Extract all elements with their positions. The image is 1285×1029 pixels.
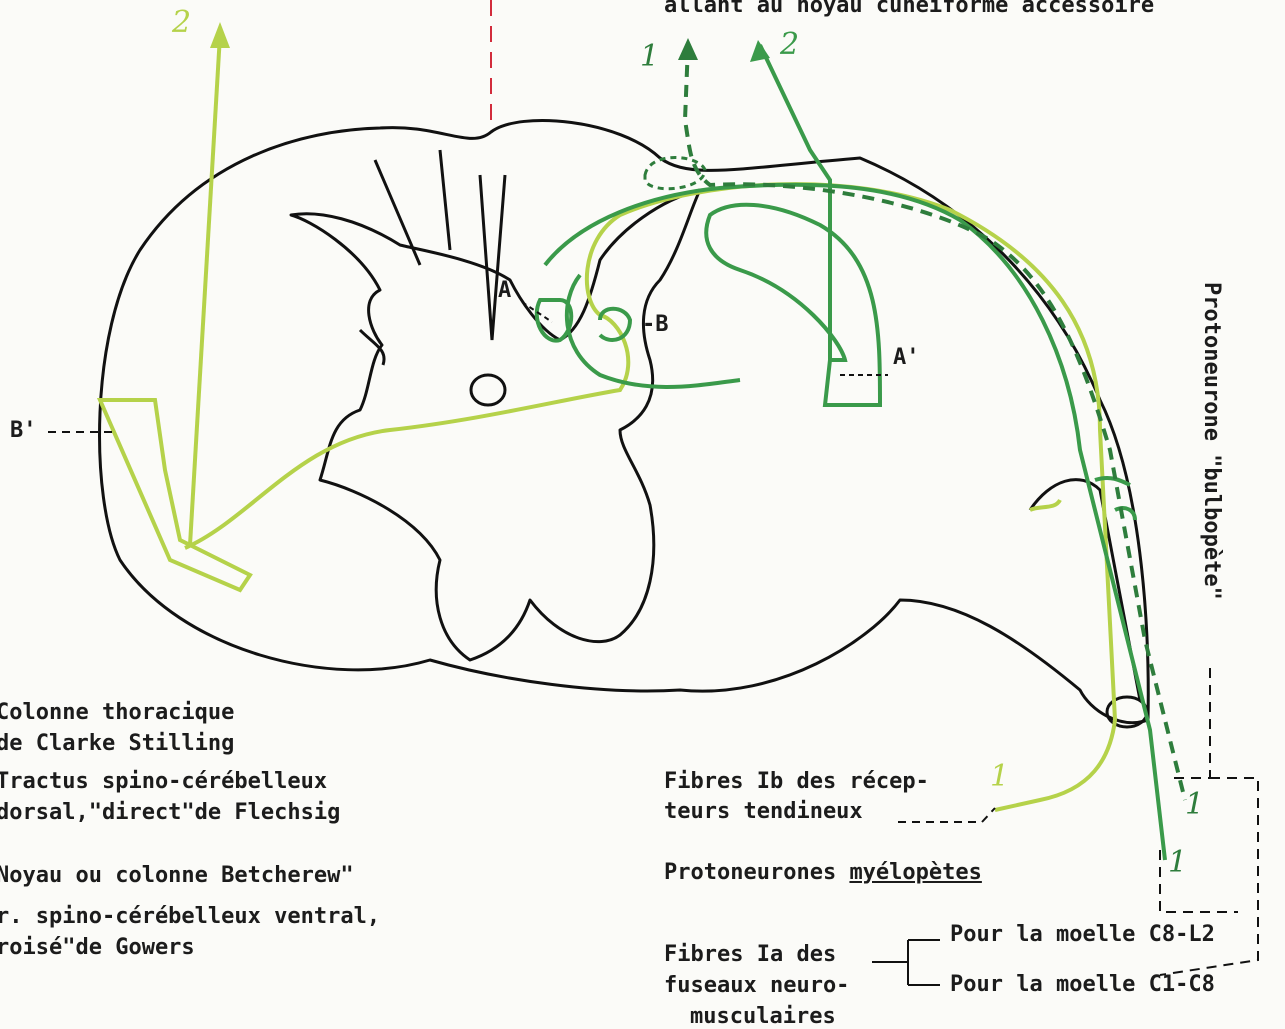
legend-left-line2: de Clarke Stilling xyxy=(0,733,234,755)
bracket-ib xyxy=(898,808,995,822)
legend-moelle-c1-c8: Pour la moelle C1-C8 xyxy=(950,974,1215,996)
number-2-top: 2 xyxy=(780,30,799,60)
number-1-dashed: 1 xyxy=(1185,790,1204,820)
legend-left-line5: Noyau ou colonne Betcherew" xyxy=(0,865,354,887)
number-1-top: 1 xyxy=(640,42,659,72)
legend-ia-line3: musculaires xyxy=(690,1006,836,1028)
bracket-ia xyxy=(872,940,940,985)
marker-B-prime: B' xyxy=(10,420,37,442)
fiber-green-long xyxy=(545,185,1165,860)
fiber-green-loop xyxy=(537,275,740,387)
legend-ib-line2: teurs tendineux xyxy=(664,801,863,823)
number-2-left: 2 xyxy=(172,8,191,38)
gray-matter xyxy=(291,190,700,660)
arrow-up-1 xyxy=(678,38,698,60)
anterior-fissure xyxy=(480,175,505,340)
legend-ia-line1: Fibres Ia des xyxy=(664,944,836,966)
arrow-up-2-left xyxy=(210,22,230,48)
central-canal xyxy=(471,375,505,405)
legend-ia-line2: fuseaux neuro- xyxy=(664,975,849,997)
legend-left-line1: Colonne thoracique xyxy=(0,702,234,724)
number-1-solid: 1 xyxy=(1168,848,1187,878)
legend-moelle-c8-l2: Pour la moelle C8-L2 xyxy=(950,924,1215,946)
legend-left-line4: dorsal,"direct"de Flechsig xyxy=(0,802,340,824)
legend-ib-line1: Fibres Ib des récep- xyxy=(664,771,929,793)
fiber-light-green-curve xyxy=(185,184,1115,810)
legend-protoneurones: Protoneurones myélopètes xyxy=(664,862,982,884)
marker-B: -B xyxy=(642,314,669,336)
legend-protoneurones-prefix: Protoneurones xyxy=(664,860,849,885)
legend-protoneurones-underlined: myélopètes xyxy=(849,860,981,885)
fiber-green-2 xyxy=(706,45,880,405)
fiber-light-green-dorsal xyxy=(190,35,220,545)
fiber-dashed-nucleus xyxy=(645,158,705,189)
marker-A-prime: A' xyxy=(893,347,920,369)
marker-A: A xyxy=(498,280,511,302)
legend-left-line6: r. spino-cérébelleux ventral, xyxy=(0,906,380,928)
number-1-ib: 1 xyxy=(990,762,1009,792)
side-caption-bulbopete: Protoneurone "bulbopète" xyxy=(1200,282,1222,600)
lateral-notch xyxy=(360,330,384,365)
top-caption: allant au noyau cunéiforme accessoire xyxy=(664,0,1154,17)
legend-left-line3: Tractus spino-cérébelleux xyxy=(0,771,327,793)
legend-left-line7: roisé"de Gowers xyxy=(0,937,195,959)
